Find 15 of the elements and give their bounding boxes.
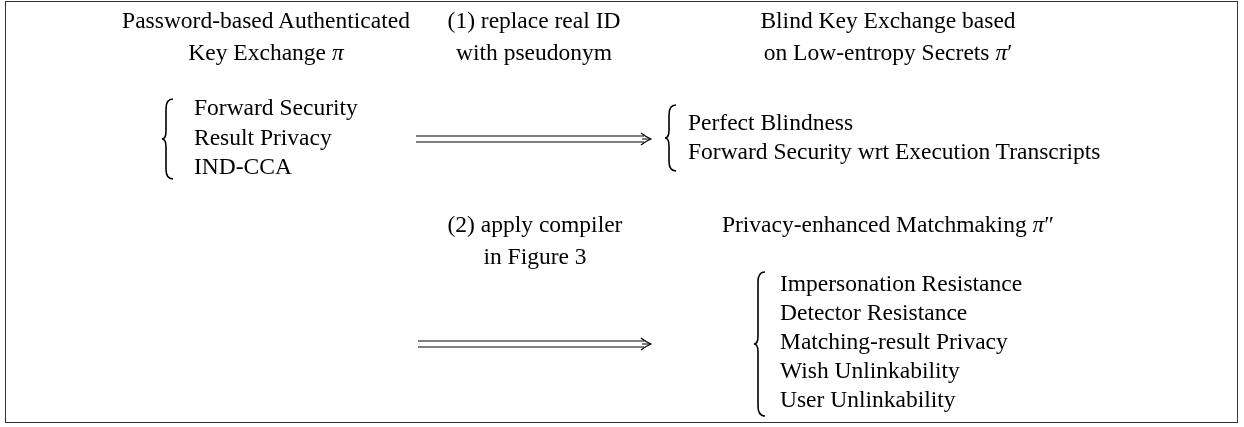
double-arrow <box>417 337 652 351</box>
protocol-title: Blind Key Exchange based on Low-entropy Secrets π′ <box>759 6 1017 67</box>
property-item: Result Privacy <box>194 122 332 152</box>
property-item: Impersonation Resistance <box>780 269 1023 298</box>
property-item: IND-CCA <box>194 152 292 181</box>
protocol-title: Password-based Authenticated Key Exchange π <box>121 6 411 67</box>
property-item: Wish Unlinkability <box>780 356 960 385</box>
property-item: Detector Resistance <box>780 298 968 327</box>
property-item: User Unlinkability <box>780 385 956 414</box>
property-item: Perfect Blindness <box>688 108 854 137</box>
protocol-title: Privacy-enhanced Matchmaking π″ <box>720 210 1056 239</box>
double-arrow <box>415 132 652 146</box>
property-item: Forward Security <box>194 93 358 122</box>
property-item: Matching-result Privacy <box>780 327 1008 356</box>
property-item: Forward Security wrt Execution Transcripts <box>688 137 1101 166</box>
